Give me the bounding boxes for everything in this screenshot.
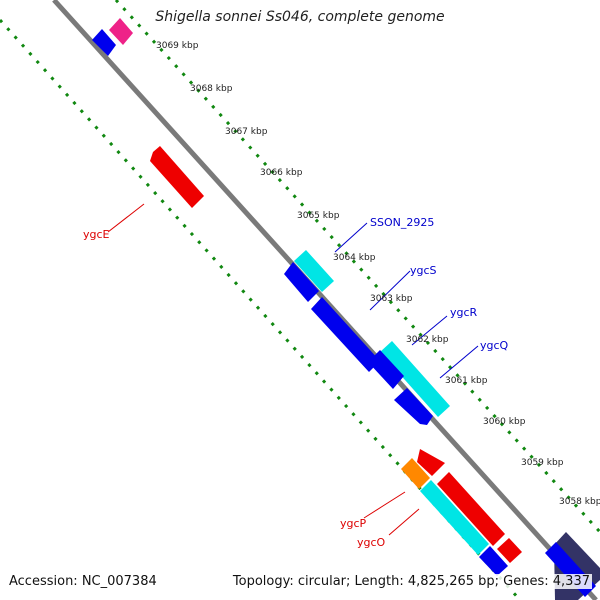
leader-ygcs xyxy=(369,270,411,311)
gene-ygcp[interactable] xyxy=(401,458,430,489)
gene-blue-2[interactable] xyxy=(311,297,380,372)
tick-label: 3062 kbp xyxy=(406,335,449,345)
gene-label-ygco[interactable]: ygcO xyxy=(357,536,386,549)
gene-red-outer-2[interactable] xyxy=(437,472,505,546)
gene-blue-3[interactable] xyxy=(368,350,404,389)
gene-label-ygcs[interactable]: ygcS xyxy=(410,264,437,277)
tick-label: 3060 kbp xyxy=(483,417,526,427)
gene-red-outer-3[interactable] xyxy=(497,538,522,563)
tick-label: 3065 kbp xyxy=(297,211,340,221)
leader-ygcp xyxy=(363,491,406,519)
gene-pink[interactable] xyxy=(109,18,133,45)
tick-label: 3061 kbp xyxy=(445,376,488,386)
tick-label: 3069 kbp xyxy=(156,41,199,51)
tick-label: 3067 kbp xyxy=(225,127,268,137)
gene-blue-4[interactable] xyxy=(479,546,508,576)
genome-backbone xyxy=(52,0,598,600)
map-title: Shigella sonnei Ss046, complete genome xyxy=(155,9,445,25)
gene-label-ygcr[interactable]: ygcR xyxy=(450,306,478,319)
gene-ygco[interactable] xyxy=(420,480,489,555)
tick-label: 3063 kbp xyxy=(370,294,413,304)
accession-text: Accession: NC_007384 xyxy=(9,574,157,589)
topology-text: Topology: circular; Length: 4,825,265 bp… xyxy=(230,574,592,589)
tick-label: 3058 kbp xyxy=(559,497,600,507)
leader-ygcr xyxy=(411,315,448,346)
outer-dotted-track xyxy=(114,0,600,534)
gene-sson-2925[interactable] xyxy=(294,250,334,292)
tick-label: 3066 kbp xyxy=(260,168,303,178)
leader-ygco xyxy=(388,508,420,536)
gene-ygcr[interactable] xyxy=(380,341,450,417)
gene-ygce[interactable] xyxy=(150,146,204,208)
gene-blue-small[interactable] xyxy=(92,29,116,56)
gene-label-sson-2925[interactable]: SSON_2925 xyxy=(370,216,434,229)
gene-ygcq[interactable] xyxy=(394,388,433,425)
leader-ygcq xyxy=(439,345,479,379)
tick-label: 3059 kbp xyxy=(521,458,564,468)
gene-label-ygcp[interactable]: ygcP xyxy=(340,517,367,530)
tick-label: 3068 kbp xyxy=(190,84,233,94)
gene-ygcs[interactable] xyxy=(284,262,319,302)
leader-sson-2925 xyxy=(334,222,368,253)
gene-red-outer-1[interactable] xyxy=(417,449,445,476)
gene-label-ygcq[interactable]: ygcQ xyxy=(480,339,509,352)
tick-label: 3064 kbp xyxy=(333,253,376,263)
gene-label-ygce[interactable]: ygcE xyxy=(83,228,110,241)
leader-ygce xyxy=(107,203,145,233)
